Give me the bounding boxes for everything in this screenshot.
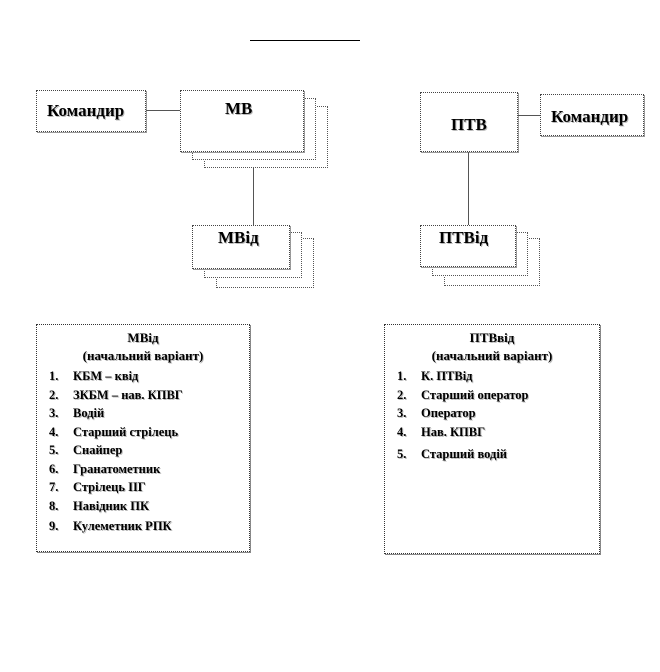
ptvid-roster-title: ПТВвід — [469, 330, 515, 345]
mv-label: МВ — [225, 99, 253, 118]
ptvid-roster-subtitle: (начальний варіант) — [431, 348, 553, 363]
mvid-roster-panel: МВід (начальний варіант) 1.КБМ – квід 2.… — [36, 324, 250, 552]
ptvid-roster-panel: ПТВвід (начальний варіант) 1.К. ПТВід 2.… — [384, 324, 600, 554]
list-item: 4.Старший стрілець — [49, 424, 179, 439]
list-item: 3.Водій — [49, 406, 105, 420]
commander-mv-connector — [146, 110, 180, 111]
mvid-roster-title: МВід — [127, 330, 159, 345]
list-item: 5.Старший водій — [397, 447, 507, 461]
mvid-roster-subtitle: (начальний варіант) — [82, 348, 204, 363]
commander-left-box: Командир — [36, 90, 146, 132]
list-item: 7.Стрілець ІІГ — [49, 480, 146, 494]
ptv-commander-connector — [518, 115, 540, 116]
list-item: 2.Старший оператор — [397, 387, 529, 402]
list-item: 4.Нав. КПВГ — [397, 424, 486, 439]
mv-box: МВ — [180, 90, 304, 152]
list-item: 1.КБМ – квід — [49, 369, 139, 383]
ptv-ptvid-connector — [468, 152, 469, 226]
ptvid-label: ПТВід — [439, 228, 489, 247]
ptv-label: ПТВ — [451, 115, 487, 134]
commander-left-label: Командир — [47, 101, 125, 120]
list-item: 9.Кулеметник РПК — [49, 519, 172, 533]
mvid-box: МВід — [192, 225, 290, 269]
top-rule — [250, 40, 360, 41]
list-item: 2.ЗКБМ – нав. КПВГ — [49, 387, 183, 402]
ptvid-box: ПТВід — [420, 225, 516, 267]
ptvid-roster-list: 1.К. ПТВід 2.Старший оператор 3.Оператор… — [397, 367, 599, 464]
list-item: 1.К. ПТВід — [397, 369, 473, 383]
list-item: 5.Снайпер — [49, 443, 123, 457]
commander-right-label: Командир — [551, 107, 629, 126]
list-item: 8.Навідник ПК — [49, 498, 150, 513]
ptv-box: ПТВ — [420, 92, 518, 152]
list-item: 3.Оператор — [397, 406, 476, 420]
mvid-roster-list: 1.КБМ – квід 2.ЗКБМ – нав. КПВГ 3.Водій … — [49, 367, 249, 536]
list-item: 6.Гранатометник — [49, 461, 161, 476]
commander-right-box: Командир — [540, 94, 644, 136]
mvid-label: МВід — [218, 228, 259, 247]
mv-mvid-connector — [253, 168, 254, 226]
